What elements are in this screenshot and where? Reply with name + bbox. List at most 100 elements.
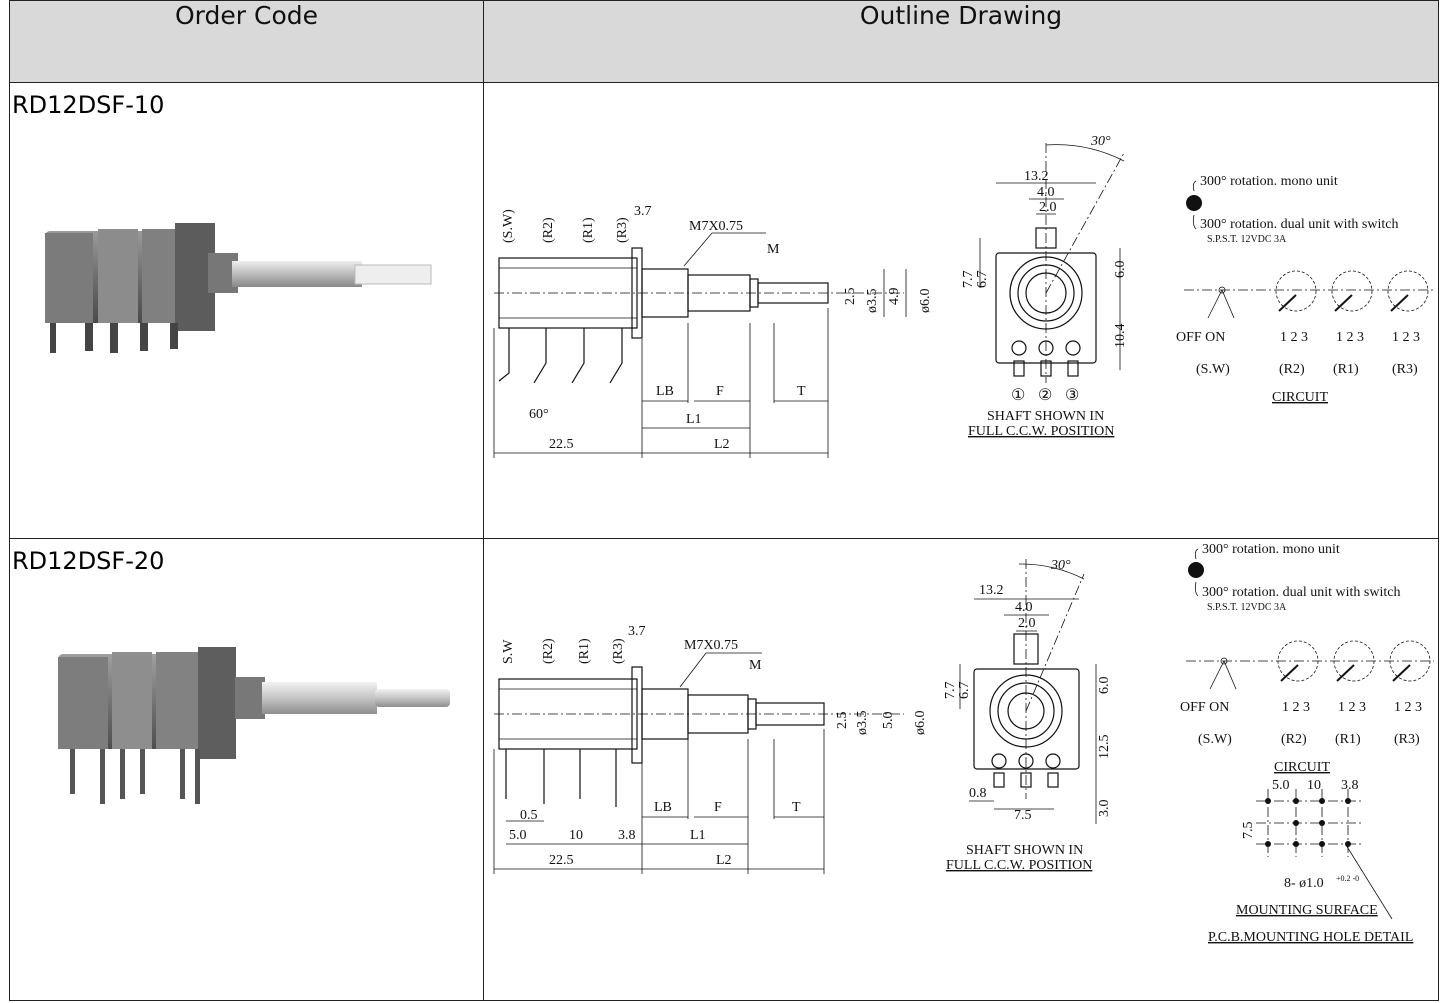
- svg-text:4.0: 4.0: [1015, 600, 1033, 615]
- svg-text:②: ②: [1038, 387, 1052, 404]
- svg-text:OFF ON: OFF ON: [1176, 330, 1225, 345]
- svg-text:5.0: 5.0: [1272, 778, 1290, 793]
- svg-text:③: ③: [1065, 387, 1079, 404]
- order-code: RD12DSF-10: [12, 91, 165, 119]
- svg-text:1 2 3: 1 2 3: [1392, 330, 1420, 345]
- svg-text:30°: 30°: [1050, 558, 1071, 573]
- svg-text:2.5: 2.5: [843, 288, 858, 306]
- svg-text:L2: L2: [714, 437, 730, 452]
- svg-text:7.5: 7.5: [1241, 822, 1256, 840]
- svg-text:LB: LB: [656, 384, 674, 399]
- svg-text:(S.W): (S.W): [501, 209, 516, 243]
- svg-text:(R1): (R1): [577, 638, 592, 664]
- svg-text:SHAFT SHOWN IN: SHAFT SHOWN IN: [987, 409, 1104, 424]
- svg-text:L1: L1: [686, 412, 702, 427]
- header-order-code: Order Code: [9, 0, 484, 83]
- svg-text:3.7: 3.7: [634, 204, 652, 219]
- svg-text:6.0: 6.0: [1113, 261, 1128, 279]
- order-code: RD12DSF-20: [12, 547, 165, 575]
- svg-text:(S.W): (S.W): [1198, 732, 1232, 747]
- svg-text:FULL C.C.W. POSITION: FULL C.C.W. POSITION: [946, 858, 1092, 873]
- outline-drawing: (S.W) (R2) (R1) (R3) 3.7 M7X0.75 M 2.5 ø…: [493, 134, 1434, 458]
- svg-text:2.0: 2.0: [1039, 200, 1057, 215]
- svg-text:3.7: 3.7: [628, 624, 646, 639]
- svg-text:2.5: 2.5: [835, 712, 850, 730]
- product-photo: [45, 223, 432, 353]
- svg-text:(R3): (R3): [1394, 732, 1420, 747]
- svg-text:P.C.B.MOUNTING HOLE DETAIL: P.C.B.MOUNTING HOLE DETAIL: [1208, 930, 1413, 945]
- outline-drawing-cell: S.W (R2) (R1) (R3) 3.7 M7X0.75 M 2.5 ø3.…: [483, 538, 1439, 1001]
- svg-text:300° rotation. mono unit: 300° rotation. mono unit: [1200, 174, 1338, 189]
- svg-text:4.0: 4.0: [1037, 185, 1055, 200]
- svg-text:10.4: 10.4: [1113, 324, 1128, 349]
- svg-text:3.8: 3.8: [1341, 778, 1359, 793]
- spec-table: Order Code Outline Drawing RD12DSF-10: [9, 0, 1439, 1001]
- svg-text:MOUNTING SURFACE: MOUNTING SURFACE: [1236, 903, 1378, 918]
- order-code-cell: RD12DSF-20: [9, 538, 484, 1001]
- svg-text:30°: 30°: [1090, 134, 1111, 149]
- svg-text:FULL C.C.W. POSITION: FULL C.C.W. POSITION: [968, 424, 1114, 439]
- svg-text:ø6.0: ø6.0: [913, 711, 928, 736]
- svg-text:L2: L2: [716, 853, 732, 868]
- svg-text:1 2 3: 1 2 3: [1282, 700, 1310, 715]
- svg-text:22.5: 22.5: [549, 437, 574, 452]
- svg-text:1 2 3: 1 2 3: [1394, 700, 1422, 715]
- svg-text:LB: LB: [654, 800, 672, 815]
- svg-text:(R2): (R2): [1279, 362, 1305, 377]
- svg-text:0.5: 0.5: [520, 808, 538, 823]
- svg-text:0.8: 0.8: [969, 786, 987, 801]
- svg-text:22.5: 22.5: [549, 853, 574, 868]
- svg-text:S.P.S.T. 12VDC 3A: S.P.S.T. 12VDC 3A: [1207, 602, 1287, 613]
- svg-text:OFF ON: OFF ON: [1180, 700, 1229, 715]
- svg-text:12.5: 12.5: [1097, 735, 1112, 760]
- svg-text:M7X0.75: M7X0.75: [689, 219, 743, 234]
- header-outline-drawing: Outline Drawing: [483, 0, 1439, 83]
- outline-drawing: S.W (R2) (R1) (R3) 3.7 M7X0.75 M 2.5 ø3.…: [493, 542, 1434, 945]
- svg-text:5.0: 5.0: [509, 828, 527, 843]
- svg-text:(R1): (R1): [1335, 732, 1361, 747]
- svg-text:300° rotation. dual unit with: 300° rotation. dual unit with switch: [1202, 585, 1400, 600]
- svg-text:(R3): (R3): [615, 217, 630, 243]
- svg-text:M: M: [749, 658, 762, 673]
- svg-text:(R3): (R3): [611, 638, 626, 664]
- svg-text:60°: 60°: [529, 407, 549, 422]
- svg-text:L1: L1: [690, 828, 706, 843]
- svg-text:(R2): (R2): [1281, 732, 1307, 747]
- svg-text:S.P.S.T. 12VDC 3A: S.P.S.T. 12VDC 3A: [1207, 234, 1287, 245]
- svg-text:F: F: [716, 384, 724, 399]
- svg-text:(R1): (R1): [1333, 362, 1359, 377]
- svg-text:2.0: 2.0: [1018, 616, 1036, 631]
- svg-text:CIRCUIT: CIRCUIT: [1272, 390, 1328, 405]
- product-photo: [58, 647, 450, 804]
- svg-text:10: 10: [1307, 778, 1321, 793]
- svg-text:6.0: 6.0: [1097, 677, 1112, 695]
- svg-text:300° rotation. mono unit: 300° rotation. mono unit: [1202, 542, 1340, 557]
- svg-text:S.W: S.W: [501, 639, 516, 664]
- svg-text:(S.W): (S.W): [1196, 362, 1230, 377]
- svg-text:①: ①: [1011, 387, 1025, 404]
- svg-text:7.7: 7.7: [943, 682, 958, 700]
- svg-text:T: T: [792, 800, 801, 815]
- svg-text:1 2 3: 1 2 3: [1336, 330, 1364, 345]
- svg-text:1 2 3: 1 2 3: [1338, 700, 1366, 715]
- svg-text:7.5: 7.5: [1014, 808, 1032, 823]
- svg-text:3.8: 3.8: [618, 828, 636, 843]
- svg-text:T: T: [797, 384, 806, 399]
- svg-text:8- ø1.0: 8- ø1.0: [1284, 876, 1324, 891]
- svg-text:ø3.5: ø3.5: [855, 711, 870, 736]
- svg-text:CIRCUIT: CIRCUIT: [1274, 760, 1330, 775]
- svg-text:6.7: 6.7: [975, 271, 990, 289]
- outline-drawing-cell: (S.W) (R2) (R1) (R3) 3.7 M7X0.75 M 2.5 ø…: [483, 82, 1439, 539]
- svg-text:(R3): (R3): [1392, 362, 1418, 377]
- svg-text:13.2: 13.2: [979, 583, 1004, 598]
- svg-text:ø3.5: ø3.5: [865, 289, 880, 314]
- svg-text:7.7: 7.7: [961, 271, 976, 289]
- svg-text:(R2): (R2): [541, 638, 556, 664]
- svg-text:5.0: 5.0: [881, 712, 896, 730]
- svg-text:13.2: 13.2: [1024, 169, 1049, 184]
- svg-text:300° rotation. dual unit with: 300° rotation. dual unit with switch: [1200, 217, 1398, 232]
- svg-text:SHAFT SHOWN IN: SHAFT SHOWN IN: [966, 843, 1083, 858]
- svg-text:6.7: 6.7: [957, 682, 972, 700]
- svg-text:4.9: 4.9: [887, 288, 902, 306]
- svg-text:(R2): (R2): [541, 217, 556, 243]
